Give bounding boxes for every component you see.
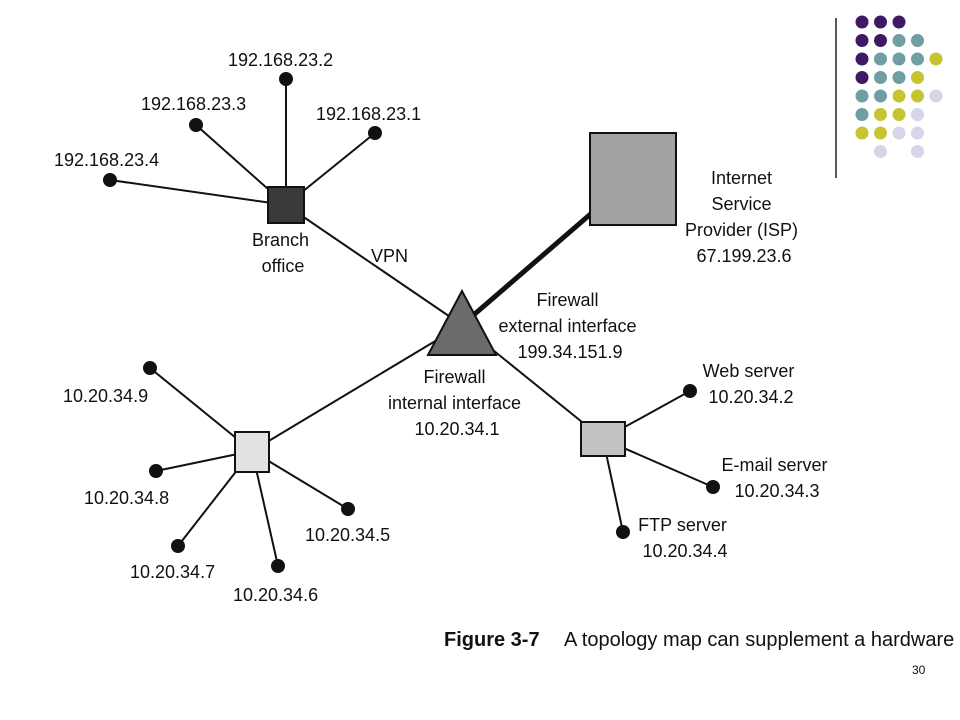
figure-number: Figure 3-7 [444,629,540,651]
ftp-server-label-line: FTP server [638,515,727,535]
decorative-dot [892,52,906,66]
link-firewall-lan-switch [251,324,463,452]
web-server-label-line: Web server [703,361,795,381]
decorative-dot [892,89,906,103]
web-server-label: Web server 10.20.34.2 [703,361,800,407]
host-dot-192-168-23-2 [279,72,293,86]
isp-label-line: 67.199.23.6 [696,246,791,266]
host-label-10-20-34-9: 10.20.34.9 [63,386,148,406]
decorative-dot [855,89,869,103]
firewall-external-label: Firewall external interface 199.34.151.9 [498,290,641,362]
host-label-10-20-34-7: 10.20.34.7 [130,562,215,582]
decorative-dot [892,15,906,29]
host-label-192-168-23-4: 192.168.23.4 [54,150,159,170]
decorative-dot [911,145,924,158]
decorative-dot [855,108,869,121]
decorative-dot [874,34,887,47]
branch-office-router-node [267,186,305,224]
firewall-external-label-line: 199.34.151.9 [517,342,622,362]
decorative-dot [911,89,924,103]
decorative-dot [874,145,887,158]
firewall-external-label-line: external interface [498,316,636,336]
lan-switch-node [234,431,270,473]
link-branch-firewall-vpn [285,204,463,326]
decorative-dot [892,34,906,47]
link-branch-host-192-168-23-4 [109,179,287,206]
isp-label-line: Internet [711,168,772,188]
email-server-label-line: 10.20.34.3 [734,481,819,501]
vpn-label: VPN [371,246,408,266]
decorative-dot [855,15,869,29]
isp-label: Internet Service Provider (ISP) 67.199.2… [685,168,803,266]
host-label-10-20-34-6: 10.20.34.6 [233,585,318,605]
decorative-dot [874,108,887,121]
decorative-dot [874,71,887,84]
firewall-internal-label-line: Firewall [423,367,485,387]
decorative-dot-grid [855,15,943,158]
decorative-dot [911,108,924,121]
isp-node [589,132,677,226]
host-dot-192-168-23-3 [189,118,203,132]
figure-caption: A topology map can supplement a hardware… [564,629,960,651]
host-label-192-168-23-3: 192.168.23.3 [141,94,246,114]
decorative-dot [855,34,869,47]
decorative-dot [911,34,924,47]
ftp-server-label-line: 10.20.34.4 [642,541,727,561]
decorative-dot [874,89,887,103]
decorative-dot [855,52,869,66]
branch-office-label-line: Branch [252,230,309,250]
server-dot-ftp [616,525,630,539]
firewall-node [426,288,498,356]
host-dot-192-168-23-4 [103,173,117,187]
isp-label-line: Service [711,194,771,214]
email-server-label-line: E-mail server [721,455,827,475]
decorative-dot [911,126,924,140]
email-server-label: E-mail server 10.20.34.3 [721,455,832,501]
host-label-10-20-34-5: 10.20.34.5 [305,525,390,545]
decorative-dot [855,126,869,140]
firewall-internal-label: Firewall internal interface 10.20.34.1 [388,367,526,439]
web-server-label-line: 10.20.34.2 [708,387,793,407]
host-dot-10-20-34-8 [149,464,163,478]
endpoint-dots [103,72,720,573]
host-label-192-168-23-2: 192.168.23.2 [228,50,333,70]
host-dot-192-168-23-1 [368,126,382,140]
host-label-10-20-34-8: 10.20.34.8 [84,488,169,508]
server-switch-node [580,421,626,457]
server-dot-email [706,480,720,494]
firewall-internal-label-line: internal interface [388,393,521,413]
decorative-dot [911,71,924,84]
decorative-dot [892,126,906,140]
server-dot-web [683,384,697,398]
firewall-internal-label-line: 10.20.34.1 [414,419,499,439]
host-dot-10-20-34-5 [341,502,355,516]
decorative-dot [855,71,869,84]
host-label-192-168-23-1: 192.168.23.1 [316,104,421,124]
host-dot-10-20-34-6 [271,559,285,573]
decorative-dot [929,52,943,66]
branch-office-label-line: office [262,256,305,276]
decorative-dot [929,89,943,103]
branch-office-label: Branch office [252,230,314,276]
ftp-server-label: FTP server 10.20.34.4 [638,515,732,561]
decorative-dot [874,15,887,29]
host-dot-10-20-34-9 [143,361,157,375]
decorative-dot [892,71,906,84]
host-dot-10-20-34-7 [171,539,185,553]
firewall-external-label-line: Firewall [536,290,598,310]
decorative-dot [892,108,906,121]
decorative-dot [874,126,887,140]
decorative-dot [874,52,887,66]
page-number: 30 [912,663,926,677]
decorative-dot [911,52,924,66]
isp-label-line: Provider (ISP) [685,220,798,240]
